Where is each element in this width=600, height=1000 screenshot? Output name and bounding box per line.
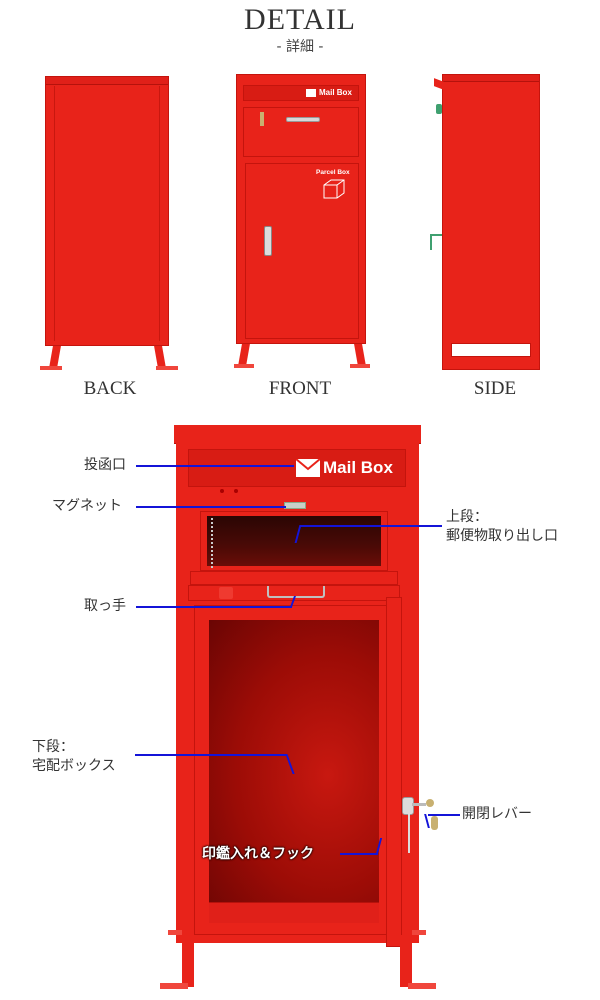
envelope-icon bbox=[295, 458, 321, 477]
page-subtitle: - 詳細 - bbox=[276, 39, 324, 55]
detail-mail-slot: Mail Box bbox=[188, 449, 406, 487]
front-view: Mail Box Parcel Box bbox=[232, 74, 372, 374]
callout-line-lower bbox=[135, 754, 287, 756]
detail-cabinet: Mail Box bbox=[150, 425, 450, 1000]
front-cabinet: Mail Box Parcel Box bbox=[236, 74, 366, 344]
side-panel bbox=[442, 74, 540, 370]
callout-lever: 開閉レバー bbox=[462, 806, 532, 822]
magnet bbox=[284, 502, 306, 509]
back-label: BACK bbox=[83, 378, 137, 399]
chain bbox=[211, 518, 217, 568]
back-view bbox=[40, 74, 178, 374]
callout-line-handle bbox=[136, 606, 292, 608]
box-icon bbox=[323, 179, 345, 199]
side-label: SIDE bbox=[473, 378, 517, 399]
key-icon-2 bbox=[431, 816, 438, 830]
upper-compartment-interior bbox=[207, 516, 381, 566]
callout-line-slot bbox=[136, 465, 294, 467]
back-panel bbox=[45, 76, 169, 346]
callout-line-magnet bbox=[136, 506, 286, 508]
callout-line-upper bbox=[300, 525, 442, 527]
callout-line-lever bbox=[428, 814, 460, 816]
callout-magnet: マグネット bbox=[52, 498, 122, 514]
detail-mailbox-text: Mail Box bbox=[323, 458, 393, 477]
page-title: DETAIL bbox=[244, 3, 356, 36]
side-view bbox=[430, 74, 550, 374]
lower-compartment-interior bbox=[209, 620, 379, 902]
front-label: FRONT bbox=[268, 378, 332, 399]
upper-handle bbox=[286, 117, 320, 122]
callout-slot: 投函口 bbox=[84, 457, 126, 473]
upper-door bbox=[243, 107, 359, 157]
callout-lower-line1: 下段： bbox=[32, 739, 74, 755]
front-parcelbox-text: Parcel Box bbox=[316, 169, 350, 176]
callout-hook: 印鑑入れ＆フック bbox=[202, 846, 314, 862]
side-key-icon bbox=[430, 234, 442, 250]
side-lock-icon bbox=[436, 104, 442, 114]
callout-lower-line2: 宅配ボックス bbox=[32, 758, 116, 774]
key-icon bbox=[426, 799, 434, 807]
callout-upper-line1: 上段： bbox=[446, 509, 488, 525]
detail-handle bbox=[267, 586, 325, 598]
mail-slot: Mail Box bbox=[243, 85, 359, 101]
parcel-door: Parcel Box bbox=[245, 163, 359, 339]
callout-line-hook bbox=[340, 853, 378, 855]
front-mailbox-text: Mail Box bbox=[319, 88, 352, 97]
callout-handle: 取っ手 bbox=[84, 598, 126, 614]
parcel-lever bbox=[264, 226, 272, 256]
callout-upper-line2: 郵便物取り出し口 bbox=[446, 528, 558, 544]
